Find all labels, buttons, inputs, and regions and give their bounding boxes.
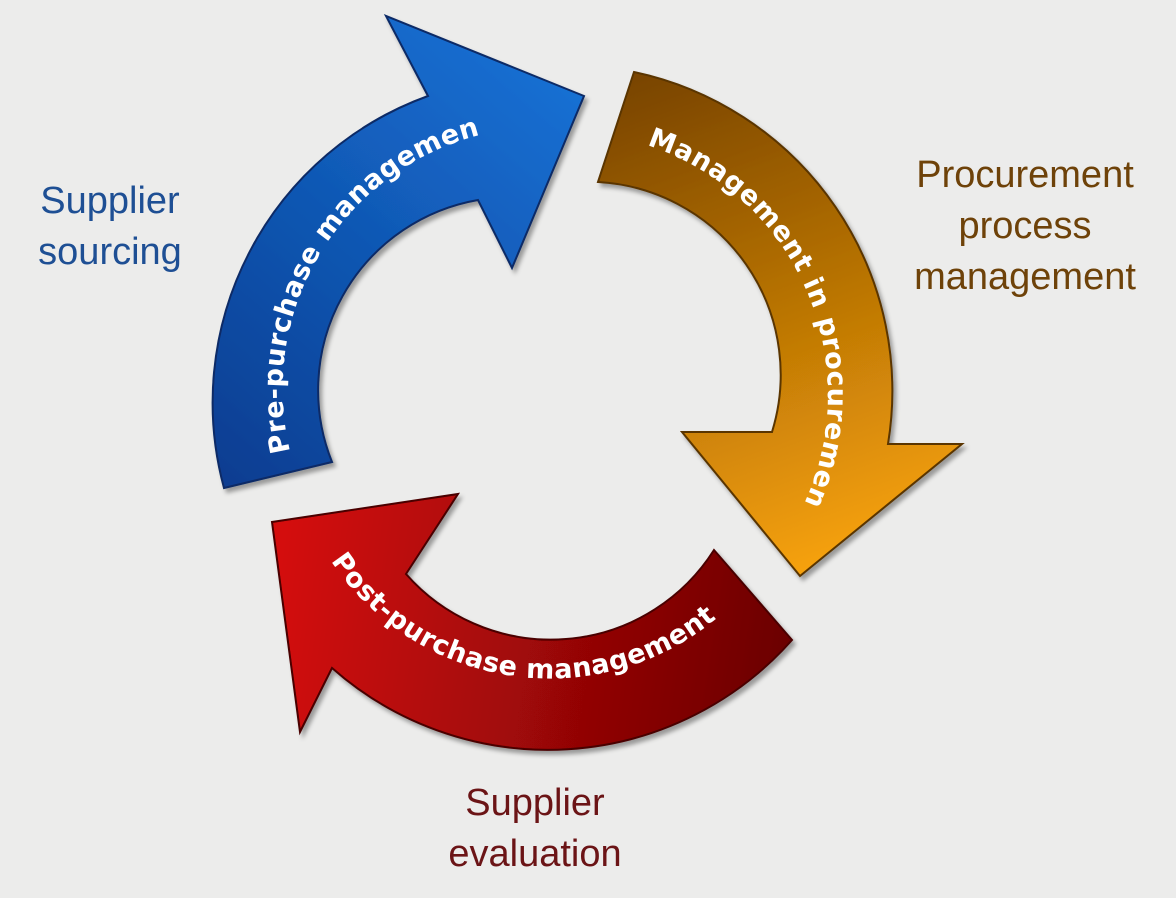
procurement-process-label: Procurement process management [890,150,1160,303]
post-purchase-arrow [270,492,794,751]
procurement-arrow [596,70,965,578]
supplier-sourcing-label: Supplier sourcing [20,176,200,278]
pre-purchase-arrow [211,14,586,490]
procurement-process-line3: management [914,256,1136,298]
supplier-sourcing-line1: Supplier [40,180,180,222]
supplier-evaluation-line2: evaluation [448,833,622,875]
procurement-process-line1: Procurement [916,154,1134,196]
supplier-evaluation-label: Supplier evaluation [420,778,650,880]
supplier-sourcing-line2: sourcing [38,231,182,273]
procurement-process-line2: process [958,205,1092,247]
supplier-evaluation-line1: Supplier [465,782,605,824]
